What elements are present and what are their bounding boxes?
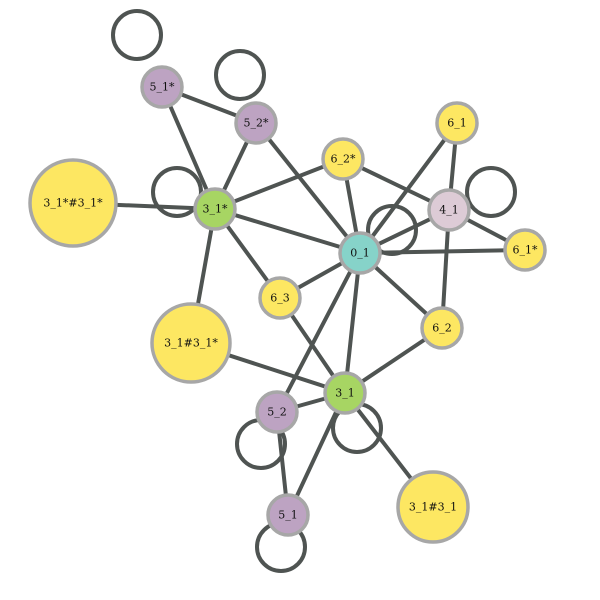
node-5-2[interactable]: 5_2 xyxy=(255,390,299,434)
node-label: 3_1#3_1 xyxy=(409,501,457,514)
node-circle xyxy=(140,65,184,109)
node-6-1star[interactable]: 6_1* xyxy=(503,228,547,272)
edge-3-1star-to-0-1 xyxy=(213,207,362,255)
node-circle xyxy=(258,276,302,320)
node-circle xyxy=(193,187,237,231)
node-5-1star[interactable]: 5_1* xyxy=(140,65,184,109)
node-label: 3_1*#3_1* xyxy=(43,197,103,210)
node-label: 6_3 xyxy=(270,292,290,305)
node-circle xyxy=(420,306,464,350)
node-label: 6_2* xyxy=(331,153,356,166)
node-6-2[interactable]: 6_2 xyxy=(420,306,464,350)
node-0-1[interactable]: 0_1 xyxy=(338,231,382,275)
node-label: 6_2 xyxy=(432,322,452,335)
node-circle xyxy=(427,188,471,232)
node-circle xyxy=(234,101,278,145)
node-3-1star-sum-3-1star[interactable]: 3_1*#3_1* xyxy=(28,158,118,248)
node-label: 5_1* xyxy=(150,81,175,94)
edge-3-1-to-5-1 xyxy=(286,391,347,517)
node-5-2star[interactable]: 5_2* xyxy=(234,101,278,145)
node-circle xyxy=(323,371,367,415)
node-3-1-sum-3-1star[interactable]: 3_1#3_1* xyxy=(150,302,232,384)
node-circle xyxy=(321,137,365,181)
edge-6-1-to-0-1 xyxy=(358,121,459,255)
node-label: 6_1* xyxy=(513,244,538,257)
node-5-1[interactable]: 5_1 xyxy=(266,493,310,537)
node-label: 6_1 xyxy=(447,117,467,130)
node-circle xyxy=(28,158,118,248)
node-3-1-sum-3-1[interactable]: 3_1#3_1 xyxy=(396,470,470,544)
node-circle xyxy=(435,101,479,145)
nodes-layer: 5_1* 5_2* 6_2* 6_1 3_1*#3_1* 3_1* 4_1 0_1 6_1* 6_… xyxy=(28,65,547,544)
edge-0-1-to-6-1star xyxy=(358,248,527,255)
edge-0-1-to-3-1 xyxy=(343,251,362,395)
node-label: 3_1* xyxy=(203,203,228,216)
edge-5-2star-to-0-1 xyxy=(254,121,362,255)
node-circle xyxy=(338,231,382,275)
node-label: 5_1 xyxy=(278,509,298,522)
node-6-1[interactable]: 6_1 xyxy=(435,101,479,145)
node-circle xyxy=(503,228,547,272)
node-label: 4_1 xyxy=(439,204,459,217)
self-loop-3-1star xyxy=(151,166,203,218)
node-6-2star[interactable]: 6_2* xyxy=(321,137,365,181)
node-label: 0_1 xyxy=(350,247,370,260)
node-label: 3_1#3_1* xyxy=(164,337,218,350)
node-circle xyxy=(255,390,299,434)
self-loop-4-1 xyxy=(465,166,517,218)
self-loop-5-1star xyxy=(111,9,163,61)
node-label: 3_1 xyxy=(335,387,355,400)
node-label: 5_2 xyxy=(267,406,287,419)
node-circle xyxy=(266,493,310,537)
edge-5-1star-to-3-1star xyxy=(160,85,217,211)
node-6-3[interactable]: 6_3 xyxy=(258,276,302,320)
node-3-1star[interactable]: 3_1* xyxy=(193,187,237,231)
self-loop-5-2star xyxy=(214,49,266,101)
node-circle xyxy=(150,302,232,384)
node-4-1[interactable]: 4_1 xyxy=(427,188,471,232)
edge-0-1-to-5-2 xyxy=(275,251,362,414)
node-circle xyxy=(396,470,470,544)
edge-3-1star-to-6-2star xyxy=(213,157,345,211)
node-label: 5_2* xyxy=(244,117,269,130)
node-3-1[interactable]: 3_1 xyxy=(323,371,367,415)
